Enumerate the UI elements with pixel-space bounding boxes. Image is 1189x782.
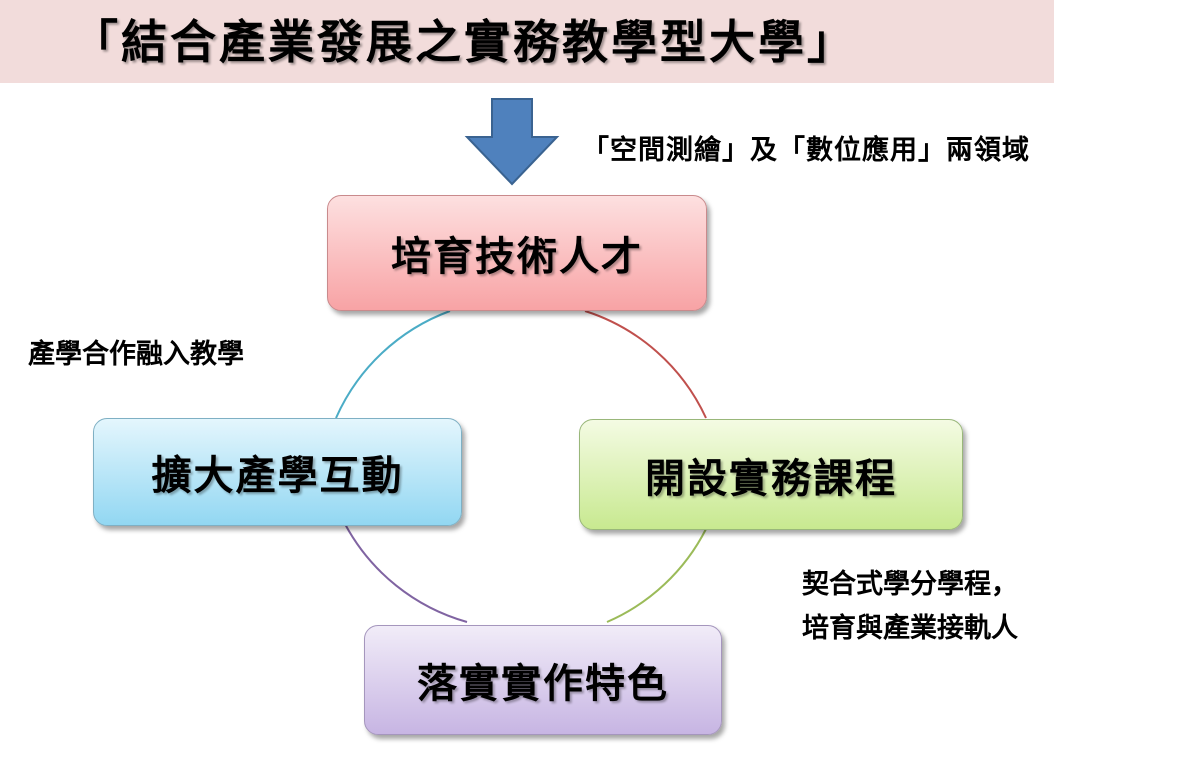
credit-program-note: 契合式學分學程， 培育與產業接軌人 (802, 563, 1018, 651)
arc-right-bottom (606, 528, 707, 623)
box-train-talent: 培育技術人才 (327, 195, 707, 311)
box-hands-on-features: 落實實作特色 (364, 625, 722, 735)
box-practical-courses: 開設實務課程 (579, 419, 963, 530)
credit-program-note-line2: 培育與產業接軌人 (802, 613, 1018, 644)
box-industry-interaction: 擴大產學互動 (93, 418, 462, 526)
down-arrow-icon (464, 98, 560, 186)
industry-cooperation-note: 產學合作融入教學 (28, 339, 244, 370)
credit-program-note-line1: 契合式學分學程， (802, 569, 1018, 600)
domain-note: 「空間測繪」及「數位應用」兩領域 (582, 135, 1030, 166)
title-banner: 「結合產業發展之實務教學型大學」 (0, 0, 1054, 83)
arc-bottom-left (344, 523, 468, 623)
page-title: 「結合產業發展之實務教學型大學」 (72, 15, 856, 69)
arc-top-right (584, 310, 707, 419)
arc-left-top (335, 310, 451, 419)
